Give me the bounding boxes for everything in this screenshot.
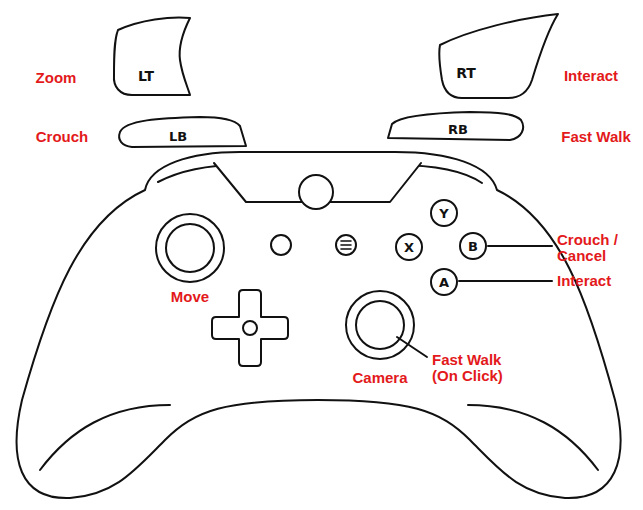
control-label: Move: [171, 289, 209, 305]
face-button: X: [395, 233, 423, 261]
button-label: X: [404, 241, 414, 254]
trigger-shape: LT: [110, 12, 194, 100]
shape-outline: [110, 12, 194, 100]
grip-line: [468, 405, 598, 470]
control-label: Fast Walk: [561, 129, 630, 145]
d-pad: [212, 290, 288, 366]
button-label: Y: [439, 207, 448, 220]
button-label: RB: [448, 123, 468, 136]
button-label: A: [439, 276, 449, 289]
bumper-shape: LB: [114, 112, 248, 152]
button-label: RT: [456, 66, 476, 80]
leader-line: [488, 245, 552, 247]
button-label: LT: [138, 69, 154, 83]
left-stick-cap: [166, 224, 214, 272]
control-label: Interact: [557, 273, 611, 289]
view-button: [271, 235, 291, 255]
menu-button: [336, 235, 356, 255]
face-button: Y: [430, 199, 458, 227]
left-stick: [156, 214, 224, 282]
control-label: Fast Walk (On Click): [432, 352, 522, 384]
control-label: Crouch: [36, 129, 89, 145]
shape-outline: [436, 10, 562, 102]
face-button: A: [430, 268, 458, 296]
leader-line: [459, 280, 552, 282]
bumper-shape: RB: [386, 108, 526, 144]
control-label: Camera: [352, 370, 407, 386]
right-stick-cap: [356, 301, 404, 349]
face-button: B: [459, 232, 487, 260]
trigger-shape: RT: [436, 10, 562, 102]
guide-button: [299, 175, 333, 209]
button-label: LB: [169, 130, 187, 143]
right-stick: [346, 291, 414, 359]
button-label: B: [468, 240, 478, 253]
control-label: Zoom: [36, 70, 77, 86]
control-label: Crouch / Cancel: [557, 232, 639, 264]
grip-line: [40, 405, 170, 470]
leader-line: [397, 337, 427, 357]
d-pad-center: [243, 321, 257, 335]
controller-body: [17, 152, 621, 498]
control-label: Interact: [564, 68, 618, 84]
menu-icon: [341, 241, 351, 249]
